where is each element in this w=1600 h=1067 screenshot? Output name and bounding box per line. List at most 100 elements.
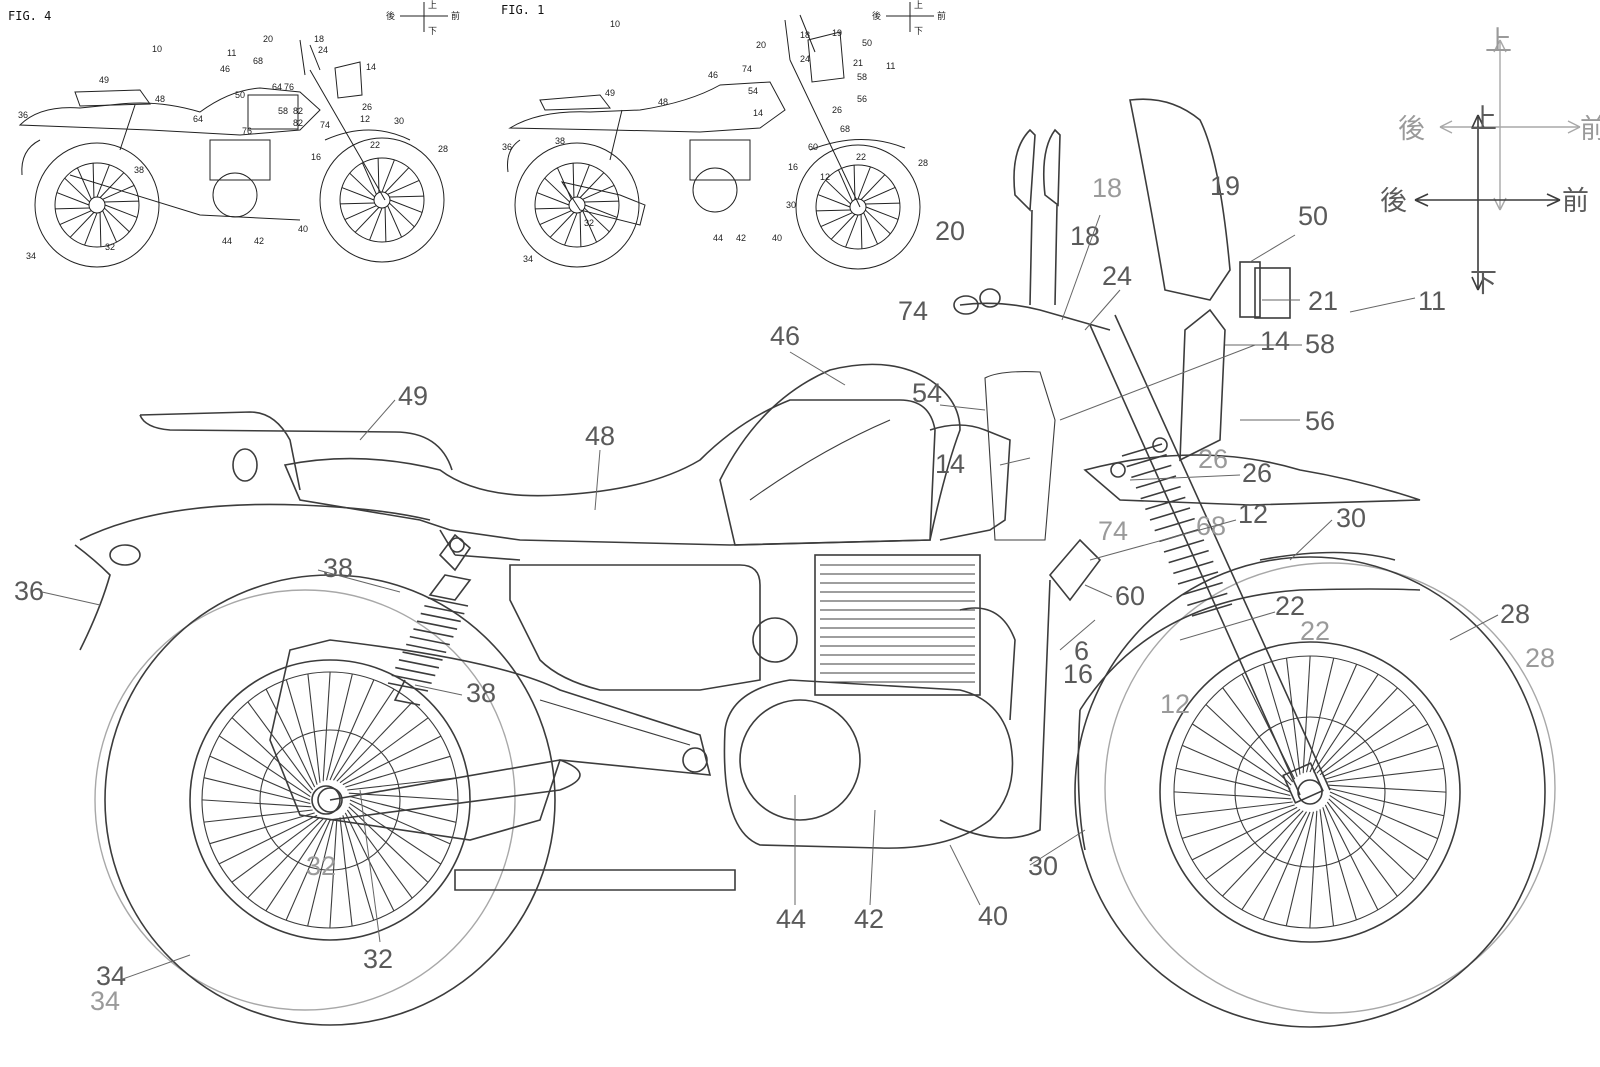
fig1-label: 34 bbox=[523, 254, 533, 264]
fig4-label: 50 bbox=[235, 90, 245, 100]
spoke bbox=[218, 814, 318, 865]
mirror-left bbox=[1013, 128, 1036, 306]
fig4-label: 82 bbox=[293, 118, 303, 128]
seat-48 bbox=[283, 399, 936, 546]
fig1-label: 54 bbox=[748, 86, 758, 96]
fig4-shock bbox=[119, 104, 136, 151]
fig4-handlebar bbox=[299, 39, 321, 76]
fig1-label: 40 bbox=[772, 233, 782, 243]
spoke bbox=[329, 679, 375, 781]
rear-tire-ghost bbox=[94, 589, 516, 1011]
spoke bbox=[247, 701, 314, 791]
fig4-direction-compass: 上 下 後 前 bbox=[386, 0, 460, 37]
spoke bbox=[549, 212, 575, 238]
label-44: 44 bbox=[776, 904, 806, 934]
svg-text:前: 前 bbox=[1580, 114, 1600, 145]
fig4-rear-rim bbox=[54, 162, 140, 248]
spoke bbox=[354, 207, 380, 233]
spoke bbox=[285, 679, 318, 785]
spoke bbox=[325, 673, 353, 781]
fig1-windscreen bbox=[807, 31, 845, 83]
headlight-lens bbox=[1254, 267, 1291, 319]
spoke bbox=[865, 206, 899, 220]
main-motorcycle-drawing: 20 18 18 24 19 50 21 11 74 14 58 46 54 5… bbox=[14, 98, 1556, 1028]
spoke bbox=[381, 159, 395, 193]
fig4-label: 64 bbox=[193, 114, 203, 124]
rear-shock-38 bbox=[387, 533, 472, 706]
spoke bbox=[387, 205, 403, 238]
rear-rim-outer bbox=[189, 659, 471, 941]
bracket-60 bbox=[1048, 538, 1102, 602]
spoke bbox=[69, 212, 95, 238]
fig1-label: 30 bbox=[786, 200, 796, 210]
spoke bbox=[387, 179, 420, 195]
front-spokes bbox=[1173, 655, 1447, 929]
fig4-label: 20 bbox=[263, 34, 273, 44]
spoke bbox=[817, 194, 851, 208]
label-6: 6 bbox=[1074, 636, 1089, 666]
fig4-label: 82 bbox=[293, 106, 303, 116]
front-tire-ghost bbox=[1104, 562, 1556, 1014]
mirror-right bbox=[1042, 128, 1061, 306]
fig1-label: 11 bbox=[886, 61, 895, 71]
boot-coil bbox=[1163, 539, 1205, 553]
fig4-label: 46 bbox=[220, 64, 230, 74]
muffler bbox=[269, 639, 712, 841]
fig4-rear-hub bbox=[88, 196, 106, 214]
spoke bbox=[1316, 687, 1398, 774]
fig4-label: 24 bbox=[318, 45, 328, 55]
fig1-front-tire bbox=[795, 144, 921, 270]
spoke bbox=[349, 795, 457, 823]
fig4-label: 58 bbox=[278, 106, 288, 116]
spoke bbox=[389, 195, 424, 198]
label-30: 30 bbox=[1336, 503, 1366, 533]
fuel-tank-46 bbox=[719, 363, 961, 546]
svg-text:上: 上 bbox=[1485, 26, 1512, 57]
shock-spring bbox=[387, 597, 469, 692]
headlight-58 bbox=[1179, 308, 1226, 462]
fig1-front-fender bbox=[809, 139, 906, 151]
fig4-label: 64 bbox=[272, 82, 282, 92]
spoke bbox=[1205, 704, 1292, 786]
spoke bbox=[59, 210, 92, 226]
fig4-front-rim bbox=[339, 157, 425, 243]
rear-carrier-49 bbox=[139, 411, 453, 491]
spoke bbox=[1325, 745, 1438, 780]
spoke bbox=[349, 803, 442, 865]
spoke bbox=[64, 177, 90, 203]
spoke bbox=[209, 812, 315, 845]
spoke bbox=[1222, 687, 1294, 783]
spoke bbox=[384, 207, 387, 242]
spoke bbox=[579, 172, 605, 198]
spoke bbox=[1319, 704, 1415, 776]
spoke bbox=[1175, 767, 1291, 797]
boot-coil bbox=[1154, 517, 1195, 532]
handlebar bbox=[959, 302, 1111, 331]
front-rim-outer bbox=[1159, 641, 1461, 943]
front-wheel bbox=[1074, 556, 1546, 1028]
spoke bbox=[104, 200, 139, 203]
rear-tire bbox=[104, 574, 556, 1026]
spring-coil bbox=[409, 635, 450, 646]
spoke bbox=[349, 799, 451, 845]
svg-text:下: 下 bbox=[1470, 268, 1497, 299]
spoke bbox=[218, 735, 311, 797]
spoke bbox=[1324, 804, 1379, 911]
svg-text:後: 後 bbox=[386, 10, 395, 22]
spoke bbox=[56, 192, 90, 206]
side-cover-54 bbox=[929, 424, 1011, 541]
spoke bbox=[556, 167, 572, 200]
muffler-seam bbox=[539, 699, 691, 746]
spoke bbox=[349, 172, 375, 198]
swingarm-32 bbox=[329, 759, 581, 821]
label-74: 74 bbox=[898, 296, 928, 326]
fig1-exhaust bbox=[560, 181, 646, 226]
muffler-mount bbox=[682, 747, 708, 773]
front-fender-top bbox=[1259, 551, 1396, 561]
spoke bbox=[348, 806, 429, 883]
spoke bbox=[92, 163, 95, 198]
fig1-label: 38 bbox=[555, 136, 565, 146]
spoke bbox=[584, 204, 618, 218]
spoke bbox=[247, 818, 324, 899]
fig4-label: 76 bbox=[284, 82, 294, 92]
